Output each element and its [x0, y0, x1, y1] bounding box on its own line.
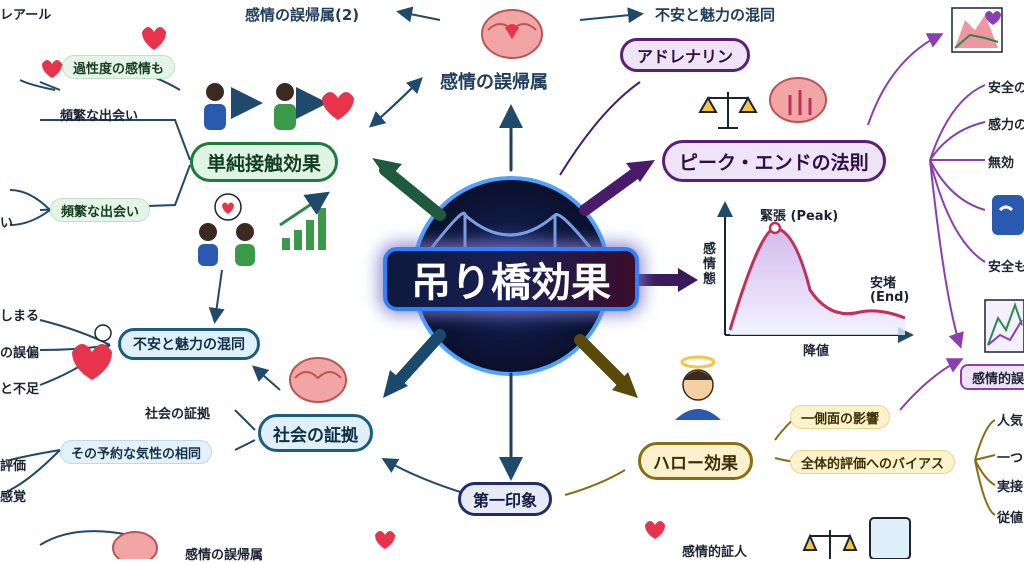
- brain-icon-top: [481, 9, 543, 59]
- scales-icon: [698, 92, 758, 129]
- node-halo-effect[interactable]: ハロー効果: [638, 442, 753, 480]
- confused-heart-icon: [72, 324, 112, 380]
- node-first-impression[interactable]: 第一印象: [458, 482, 553, 516]
- node-peak-end[interactable]: ピーク・エンドの法則: [662, 140, 886, 182]
- node-emotional-misattribution[interactable]: 感情的誤: [960, 364, 1024, 390]
- emotion-curve: [728, 226, 906, 331]
- heart-icon-bottom: [645, 521, 665, 539]
- halo-item-3: 実接: [997, 480, 1024, 495]
- link-misattribution-2[interactable]: 感情の誤帰属(2): [245, 6, 360, 24]
- bottom-item-1: 感情の誤帰属: [185, 548, 264, 563]
- left-item-3: と不足: [0, 382, 40, 397]
- peak-end-chart: [717, 201, 914, 343]
- left-item-6: い: [0, 216, 14, 231]
- leaf-reservation-trait: その予約な気性の相同: [60, 440, 213, 464]
- heart-icon: [142, 27, 166, 50]
- heart-icon-purple: [985, 11, 1001, 25]
- halo-item-2: 一つ: [997, 451, 1024, 466]
- center-title[interactable]: 吊り橋効果: [383, 247, 639, 311]
- leaf-frequent-meeting: 頻繁な出会い: [60, 108, 139, 124]
- leaf-excess-emotion: 過性度の感情も: [62, 55, 176, 79]
- brain-icon-social: [289, 357, 347, 403]
- main-arrows: [372, 104, 698, 481]
- chart-x-label: 降値: [803, 344, 830, 359]
- node-anxiety-attraction-confusion[interactable]: 不安と魅力の混同: [118, 328, 260, 360]
- left-item-4: 評価: [0, 459, 27, 474]
- link-anxiety-attraction[interactable]: 不安と魅力の混同: [655, 6, 776, 24]
- node-social-proof[interactable]: 社会の証拠: [258, 414, 373, 452]
- mini-bar-chart: [951, 7, 1003, 53]
- chart-y-label: 感情態: [703, 242, 717, 287]
- left-item-1: しまる: [0, 309, 40, 324]
- heart-icon-bottom-2: [375, 531, 395, 549]
- leaf-social-proof: 社会の証拠: [145, 406, 211, 422]
- scales-icon-bottom: [802, 530, 858, 559]
- bottom-item-2: 感情的証人: [682, 545, 748, 560]
- node-mere-exposure[interactable]: 単純接触効果: [190, 142, 339, 182]
- portrait-icon: [869, 517, 911, 559]
- left-header: レアール: [0, 8, 52, 23]
- halo-item-4: 従値: [997, 511, 1024, 526]
- halo-person-icon: [675, 355, 721, 420]
- people-talking-icon: [198, 191, 330, 266]
- brain-icon-right: [769, 77, 827, 123]
- brain-icon-bottom: [112, 531, 158, 559]
- chart-peak-label: 緊張 (Peak): [760, 209, 839, 224]
- peak-marker: [768, 221, 782, 235]
- topic-misattribution[interactable]: 感情の誤帰属: [440, 72, 548, 93]
- people-meeting-icon: [204, 83, 354, 130]
- peak-end-item-3: 無効: [988, 156, 1015, 171]
- left-item-5: 感覚: [0, 490, 27, 505]
- halo-item-1: 人気: [997, 414, 1024, 429]
- thumbs-up-icon: [992, 195, 1024, 235]
- leaf-one-aspect: 一側面の影響: [790, 405, 891, 429]
- leaf-frequent-meeting-2: 頻繁な出会い: [50, 198, 151, 222]
- mini-line-chart: [984, 299, 1024, 353]
- heart-icon-small: [42, 60, 62, 78]
- chart-end-label-2: (End): [870, 290, 910, 305]
- peak-end-item-2: 感力の: [988, 118, 1024, 133]
- chart-end-label-1: 安堵: [870, 276, 897, 291]
- peak-end-item-4: 安全も: [988, 260, 1024, 275]
- leaf-overall-bias: 全体的評価へのバイアス: [790, 450, 956, 474]
- node-adrenaline[interactable]: アドレナリン: [620, 38, 751, 72]
- left-item-2: の誤偏: [0, 346, 40, 361]
- peak-end-item-1: 安全の: [988, 81, 1024, 96]
